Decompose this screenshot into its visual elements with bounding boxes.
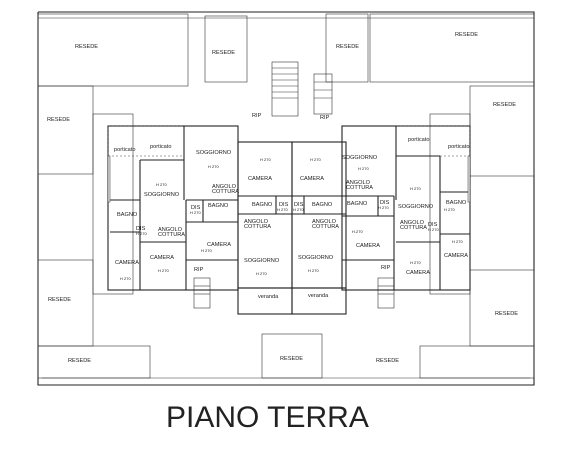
resede-label: RESEDE	[47, 117, 70, 123]
soggiorno-label: SOGGIORNO	[244, 258, 280, 264]
height-label: H 270	[358, 166, 369, 171]
height-label: H 270	[201, 248, 212, 253]
height-label: H 270	[308, 268, 319, 273]
bagno-label: BAGNO	[347, 201, 368, 207]
height-label: H 270	[444, 207, 455, 212]
camera-label: CAMERA	[406, 270, 430, 276]
angolo-cottura-label: COTTURA	[158, 232, 185, 238]
soggiorno-label: SOGGIORNO	[298, 255, 334, 261]
dis-label: DIS	[380, 200, 390, 206]
height-label: H 270	[378, 205, 389, 210]
height-label: H 270	[120, 276, 131, 281]
angolo-cottura-label: ANGOLO	[346, 180, 371, 186]
resede-label: RESEDE	[493, 102, 516, 108]
rip-label: RIP	[252, 113, 262, 119]
soggiorno-label: SOGGIORNO	[398, 204, 434, 210]
camera-label: CAMERA	[248, 176, 272, 182]
porticato-label: porticato	[408, 137, 429, 143]
camera-label: CAMERA	[300, 176, 324, 182]
bagno-label: BAGNO	[446, 200, 467, 206]
height-label: H 270	[310, 157, 321, 162]
height-label: H 270	[410, 186, 421, 191]
angolo-cottura-label: COTTURA	[400, 225, 427, 231]
resede-label: RESEDE	[455, 32, 478, 38]
angolo-cottura-label: ANGOLO	[244, 219, 269, 225]
camera-label: CAMERA	[444, 253, 468, 259]
height-label: H 270	[293, 207, 304, 212]
porticato-label: porticato	[114, 147, 135, 153]
resede-label: RESEDE	[495, 311, 518, 317]
soggiorno-label: SOGGIORNO	[144, 192, 180, 198]
height-label: H 270	[208, 164, 219, 169]
height-label: H 270	[277, 207, 288, 212]
veranda-label: veranda	[258, 294, 279, 300]
unit-center-right	[291, 141, 347, 315]
plan-title: PIANO TERRA	[166, 401, 369, 434]
unit-right	[341, 125, 471, 291]
camera-label: CAMERA	[356, 243, 380, 249]
rip-label: RIP	[194, 267, 204, 273]
resede-label: RESEDE	[336, 44, 359, 50]
height-label: H 270	[136, 231, 147, 236]
camera-label: CAMERA	[150, 255, 174, 261]
angolo-cottura-label: ANGOLO	[212, 184, 237, 190]
height-label: H 270	[190, 210, 201, 215]
dis-label: DIS	[294, 202, 304, 208]
bagno-label: BAGNO	[117, 212, 138, 218]
resede-label: RESEDE	[280, 356, 303, 362]
height-label: H 270	[410, 260, 421, 265]
angolo-cottura-label: ANGOLO	[158, 227, 183, 233]
porticato-label: porticato	[150, 144, 171, 150]
rip-label: RIP	[381, 265, 391, 271]
rip-label: RIP	[320, 115, 330, 121]
porticato-label: porticato	[448, 144, 469, 150]
resede-label: RESEDE	[75, 44, 98, 50]
resede-plots	[37, 13, 535, 379]
angolo-cottura-label: COTTURA	[212, 189, 239, 195]
height-label: H 270	[452, 239, 463, 244]
angolo-cottura-label: COTTURA	[312, 224, 339, 230]
angolo-cottura-label: COTTURA	[244, 224, 271, 230]
height-label: H 270	[256, 271, 267, 276]
resede-label: RESEDE	[68, 358, 91, 364]
soggiorno-label: SOGGIORNO	[342, 155, 378, 161]
resede-label: RESEDE	[48, 297, 71, 303]
height-label: H.270	[352, 229, 363, 234]
resede-label: RESEDE	[212, 50, 235, 56]
height-label: H 270	[428, 227, 439, 232]
angolo-cottura-label: ANGOLO	[400, 220, 425, 226]
bagno-label: BAGNO	[208, 203, 229, 209]
height-label: H 270	[158, 268, 169, 273]
resede-label: RESEDE	[376, 358, 399, 364]
dis-label: DIS	[428, 222, 438, 228]
stairs	[193, 61, 395, 309]
angolo-cottura-label: COTTURA	[346, 185, 373, 191]
angolo-cottura-label: ANGOLO	[312, 219, 337, 225]
dis-label: DIS	[279, 202, 289, 208]
dis-label: DIS	[191, 205, 201, 211]
dis-label: DIS	[136, 226, 146, 232]
bagno-label: BAGNO	[312, 202, 333, 208]
height-label: H 270	[156, 182, 167, 187]
height-label: H 270	[260, 157, 271, 162]
veranda-label: veranda	[308, 293, 329, 299]
camera-label: CAMERA	[115, 260, 139, 266]
camera-label: CAMERA	[207, 242, 231, 248]
bagno-label: BAGNO	[252, 202, 273, 208]
soggiorno-label: SOGGIORNO	[196, 150, 232, 156]
